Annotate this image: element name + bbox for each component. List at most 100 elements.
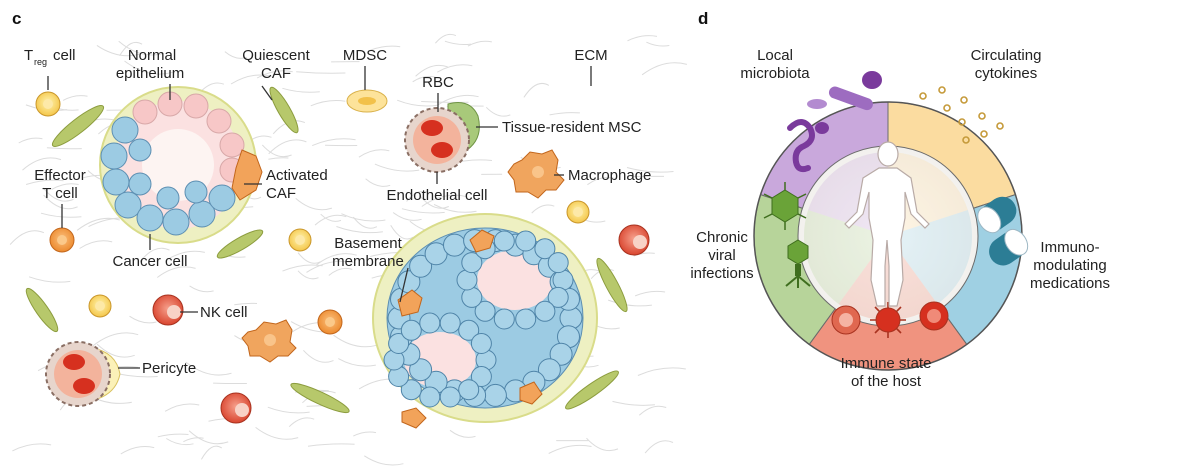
label-basement-membrane-line1: Basement bbox=[334, 235, 402, 252]
cancer-cell bbox=[409, 254, 433, 278]
ecm-fiber bbox=[485, 106, 511, 117]
ecm-fiber bbox=[189, 285, 214, 293]
label-immunomodulating-line1: Immuno- bbox=[1040, 239, 1099, 256]
ecm-fiber bbox=[282, 264, 323, 272]
ecm-fiber bbox=[638, 405, 667, 416]
ecm-fiber bbox=[256, 70, 293, 79]
ecm-fiber bbox=[139, 247, 170, 262]
ecm-fiber bbox=[40, 212, 82, 218]
label-normal-epithelium-line2: epithelium bbox=[116, 65, 184, 82]
panel-c-pointers bbox=[47, 66, 592, 369]
cancer-cell bbox=[534, 300, 556, 322]
ecm-fiber bbox=[437, 64, 473, 73]
ecm-fiber bbox=[297, 252, 321, 264]
ecm-fiber bbox=[406, 190, 430, 202]
ecm-fiber bbox=[365, 178, 391, 187]
ecm-fiber bbox=[62, 95, 88, 101]
viral-infection-wedge-tint bbox=[803, 210, 888, 304]
ecm-fiber bbox=[419, 195, 450, 209]
ecm-fiber bbox=[548, 444, 592, 454]
ecm-fiber bbox=[119, 41, 143, 56]
immune-state-wedge-tint bbox=[838, 236, 938, 321]
label-local-microbiota-line2: microbiota bbox=[740, 65, 810, 82]
ecm-fiber bbox=[312, 138, 356, 147]
cancer-cell bbox=[547, 286, 569, 308]
ecm-fiber bbox=[433, 203, 477, 213]
label-chronic-viral-line2: viral bbox=[708, 247, 736, 264]
ecm-fiber bbox=[234, 302, 258, 306]
cancer-cell bbox=[458, 319, 480, 341]
ecm-fiber bbox=[297, 270, 319, 280]
ecm-fiber bbox=[295, 198, 333, 211]
ecm-fiber bbox=[415, 64, 448, 77]
cancer-cell bbox=[400, 319, 422, 341]
ecm-fiber bbox=[42, 187, 74, 202]
cancer-cell bbox=[493, 308, 515, 330]
ecm-fiber bbox=[25, 179, 64, 185]
cancer-cell bbox=[493, 230, 515, 252]
human-figure bbox=[844, 141, 930, 307]
ecm-fiber bbox=[633, 252, 655, 257]
panel-d-labels: Local microbiota Circulating cytokines C… bbox=[690, 47, 1110, 390]
ecm-fiber bbox=[608, 299, 652, 307]
ecm-fiber bbox=[626, 167, 674, 173]
immune-cell-icons bbox=[831, 301, 949, 338]
ecm-fiber bbox=[586, 437, 619, 452]
ecm-fiber bbox=[18, 137, 43, 144]
ecm-fiber bbox=[166, 438, 194, 446]
cancer-cell bbox=[547, 252, 569, 274]
ecm-fiber bbox=[12, 443, 52, 452]
label-treg-cell: cell bbox=[53, 47, 76, 64]
ecm-fiber bbox=[587, 177, 615, 186]
cancer-cell bbox=[470, 333, 492, 354]
ecm-fiber bbox=[336, 226, 383, 234]
ecm-fiber bbox=[374, 163, 420, 172]
ecm-fiber bbox=[230, 74, 272, 85]
ecm-fiber bbox=[338, 358, 376, 367]
nk-cells bbox=[152, 224, 650, 424]
cancer-cell bbox=[549, 342, 573, 366]
normal-epithelium-duct bbox=[99, 86, 263, 244]
ecm-fiber bbox=[341, 213, 386, 222]
label-treg-t: T bbox=[24, 47, 33, 64]
cancer-cell bbox=[458, 379, 480, 401]
ecm-fiber bbox=[120, 446, 155, 455]
ecm-fiber bbox=[118, 40, 165, 56]
cytokines-wedge-tint bbox=[888, 152, 968, 236]
ecm-fiber bbox=[164, 403, 200, 412]
ecm-fiber bbox=[156, 266, 196, 278]
ecm-fiber bbox=[320, 213, 342, 222]
ecm-fiber bbox=[261, 144, 292, 158]
ecm-fiber bbox=[370, 45, 401, 51]
label-cancer-cell: Cancer cell bbox=[112, 253, 187, 270]
ecm-fiber bbox=[549, 112, 580, 116]
ecm-fiber bbox=[92, 332, 139, 347]
ecm-fiber bbox=[268, 157, 289, 160]
ecm-fiber bbox=[79, 240, 113, 249]
ecm-fiber bbox=[267, 406, 310, 414]
cancer-cell bbox=[461, 252, 483, 274]
ecm-fiber bbox=[444, 40, 472, 46]
ecm-fiber bbox=[157, 433, 189, 438]
medications-wedge-tint bbox=[888, 210, 973, 304]
cytokine-icons bbox=[919, 86, 1004, 144]
ecm-fiber bbox=[401, 208, 445, 214]
ecm-fiber bbox=[96, 44, 140, 57]
ecm-fiber bbox=[268, 139, 307, 155]
ecm-fiber bbox=[296, 71, 346, 74]
cancer-cell bbox=[419, 386, 441, 408]
ecm-fiber bbox=[224, 51, 247, 59]
panel-c-labels: T reg cell Normal epithelium Quiescent C… bbox=[24, 47, 651, 377]
ecm-fiber bbox=[255, 427, 299, 440]
pericyte-vessel bbox=[45, 341, 121, 407]
label-circulating-cytokines-line2: cytokines bbox=[975, 65, 1038, 82]
tumour-mass bbox=[372, 213, 598, 429]
lymphocytes bbox=[35, 91, 590, 335]
cancer-cell bbox=[552, 269, 574, 291]
ecm-fiber bbox=[316, 253, 357, 266]
label-activated-caf-line2: CAF bbox=[266, 185, 296, 202]
cancer-cell bbox=[419, 312, 441, 334]
ecm-fiber bbox=[421, 101, 469, 103]
macrophage-cells bbox=[241, 149, 565, 363]
label-effector-line1: Effector bbox=[34, 167, 85, 184]
